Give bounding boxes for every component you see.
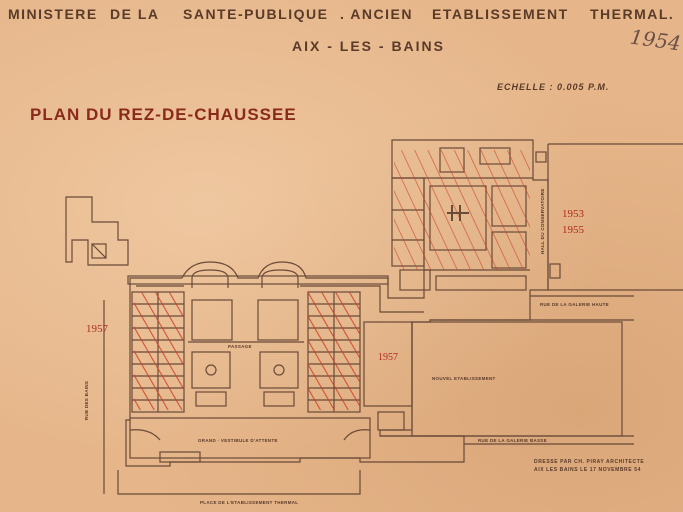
label-place: PLACE DE L'ETABLISSEMENT THERMAL bbox=[200, 500, 299, 505]
plan-title: PLAN DU REZ-DE-CHAUSSEE bbox=[30, 105, 297, 124]
header-word: SANTE-PUBLIQUE bbox=[183, 6, 329, 22]
year-annotation-right-1: 1953 bbox=[562, 208, 584, 220]
scale-note: ECHELLE : 0.005 P.M. bbox=[497, 82, 610, 92]
label-passage: PASSAGE bbox=[228, 344, 252, 349]
label-rue-des-bains: RUE DES BAINS bbox=[84, 380, 89, 420]
label-rue-galerie-basse: RUE DE LA GALERIE BASSE bbox=[478, 438, 547, 443]
footer-line-1: DRESSE PAR CH. PIRAY ARCHITECTE bbox=[534, 459, 645, 465]
footer-line-2: AIX LES BAINS LE 17 NOVEMBRE 54 bbox=[534, 467, 641, 473]
label-rue-galerie-haute: RUE DE LA GALERIE HAUTE bbox=[540, 302, 609, 307]
label-hall: HALL DU CONSERVATOIRE bbox=[540, 188, 545, 254]
label-nouvel-etablissement: NOUVEL ETABLISSEMENT bbox=[432, 376, 496, 381]
subtitle: AIX - LES - BAINS bbox=[292, 38, 446, 54]
header-word: ETABLISSEMENT bbox=[432, 6, 569, 22]
year-annotation-left: 1957 bbox=[86, 323, 108, 335]
header-word: MINISTERE bbox=[8, 6, 98, 22]
header-word: . ANCIEN bbox=[340, 6, 413, 22]
header-word: THERMAL. bbox=[590, 6, 675, 22]
year-annotation-right-2: 1955 bbox=[562, 224, 584, 236]
header-word: DE LA bbox=[110, 6, 160, 22]
year-annotation-center: 1957 bbox=[378, 352, 398, 363]
architect-signature-block: DRESSE PAR CH. PIRAY ARCHITECTE AIX LES … bbox=[534, 458, 644, 474]
label-grand-vestibule: GRAND · VESTIBULE D'ATTENTE bbox=[198, 438, 278, 443]
